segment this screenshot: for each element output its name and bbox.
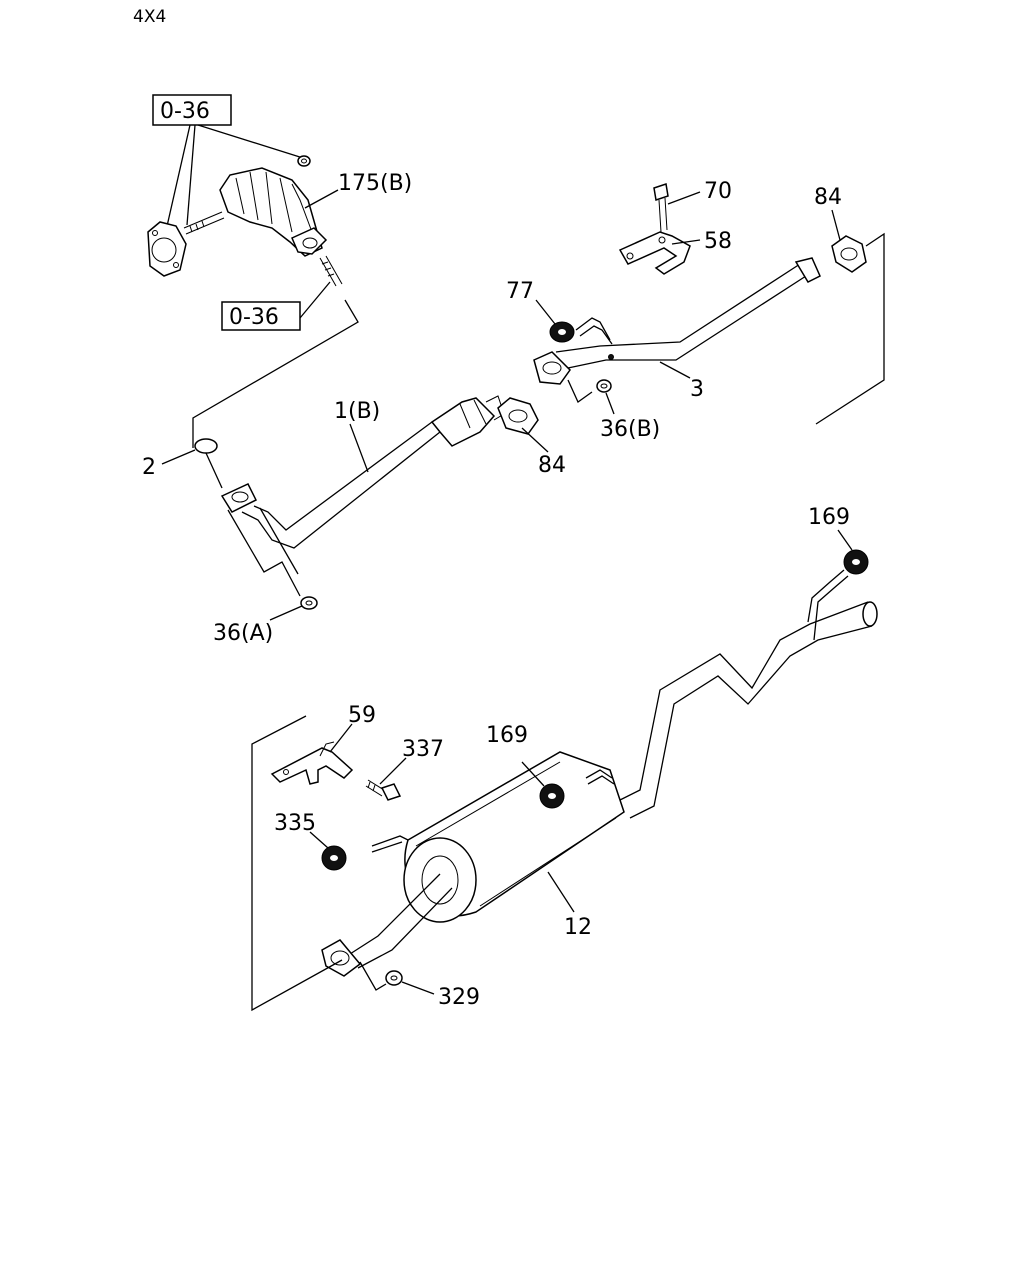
leader-line	[269, 605, 303, 621]
callout-70: 70	[704, 179, 732, 204]
assembly-frame	[815, 232, 885, 425]
leader-line	[659, 361, 691, 379]
rubber-hanger	[321, 845, 347, 871]
variant-label: 4X4	[133, 7, 166, 27]
assembly-frame	[251, 715, 343, 1012]
mounting-bracket	[618, 231, 691, 275]
callout-2: 2	[142, 455, 156, 480]
callout-329: 329	[438, 985, 480, 1010]
callout-1b: 1(B)	[334, 399, 380, 424]
muffler	[371, 751, 625, 923]
callout-335: 335	[274, 811, 316, 836]
reference-label-top: 0-36	[160, 99, 210, 124]
leader-line	[304, 189, 339, 209]
rubber-hanger	[549, 321, 575, 343]
nut	[596, 379, 612, 393]
leader-line	[197, 124, 304, 159]
callout-36a: 36(A)	[213, 621, 273, 646]
reference-label-mid: 0-36	[229, 305, 279, 330]
leader-line	[349, 423, 369, 473]
callout-36b: 36(B)	[600, 417, 660, 442]
gasket-plate	[147, 221, 187, 277]
callout-169-right: 169	[808, 505, 850, 530]
leader-line	[521, 427, 549, 453]
leader-line	[299, 281, 331, 319]
rubber-hanger	[539, 783, 565, 809]
leader-line	[671, 239, 701, 245]
gasket	[497, 397, 539, 435]
center-pipe	[533, 257, 821, 385]
nut	[300, 596, 318, 610]
front-pipe	[220, 395, 505, 549]
leader-line	[535, 299, 556, 325]
assembly-frame	[567, 379, 593, 403]
callout-84-right: 84	[814, 185, 842, 210]
bolt	[365, 779, 402, 801]
assembly-line	[259, 507, 299, 575]
assembly-line	[205, 452, 223, 489]
leader-line	[547, 871, 575, 913]
gasket	[831, 235, 867, 273]
leader-line	[831, 209, 841, 241]
bolt	[653, 183, 669, 233]
exhaust-elbow-pipe	[219, 167, 328, 257]
stud-bolt-lower	[319, 255, 343, 287]
mounting-bracket	[270, 741, 354, 785]
leader-line	[329, 723, 353, 753]
assembly-frame	[192, 299, 359, 448]
callout-337: 337	[402, 737, 444, 762]
leader-line	[379, 757, 407, 785]
leader-line	[401, 981, 435, 995]
muffler-inlet-pipe	[321, 873, 453, 977]
leader-line	[605, 392, 615, 415]
assembly-frame	[227, 509, 301, 597]
stud-bolt	[183, 211, 225, 235]
reference-box-mid: 0-36	[221, 301, 301, 331]
callout-84-mid: 84	[538, 453, 566, 478]
leader-line	[161, 449, 196, 465]
leader-line	[667, 191, 701, 205]
leader-line	[309, 831, 329, 849]
tail-pipe	[619, 569, 878, 819]
leader-line	[837, 529, 853, 551]
reference-box-top: 0-36	[152, 94, 232, 126]
callout-77: 77	[506, 279, 534, 304]
callout-175b: 175(B)	[338, 171, 412, 196]
leader-line	[521, 761, 545, 787]
callout-169-muffler: 169	[486, 723, 528, 748]
callout-58: 58	[704, 229, 732, 254]
assembly-frame	[359, 961, 387, 991]
callout-3: 3	[690, 377, 704, 402]
callout-12: 12	[564, 915, 592, 940]
leader-line	[164, 124, 191, 236]
o-ring	[194, 438, 218, 454]
leader-line	[186, 124, 196, 226]
callout-59: 59	[348, 703, 376, 728]
nut	[385, 970, 403, 986]
rubber-hanger	[843, 549, 869, 575]
nut	[297, 155, 311, 167]
